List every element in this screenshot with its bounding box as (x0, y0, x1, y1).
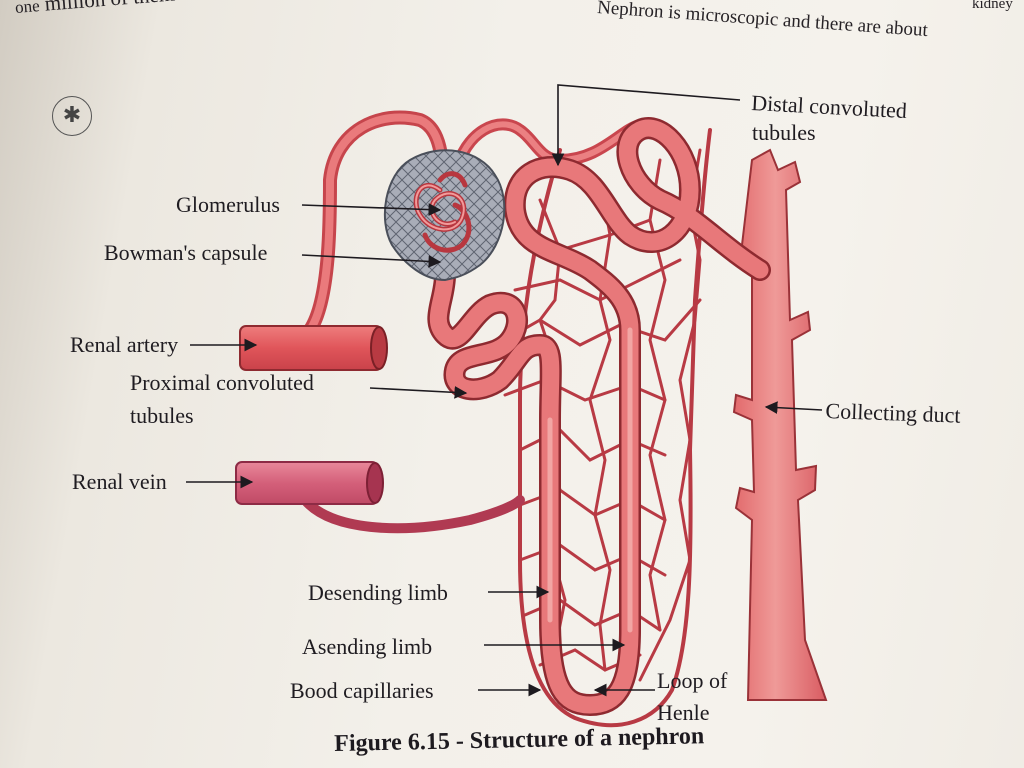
label-distal-tubule-line2: tubules (752, 120, 816, 145)
bowmans-capsule-leader (301, 254, 442, 268)
label-proximal-tubule-line2: tubules (130, 403, 194, 428)
nephron-tubule (427, 117, 771, 716)
label-renal-vein: Renal vein (72, 469, 167, 494)
label-renal-artery: Renal artery (70, 332, 179, 357)
label-collecting-duct: Collecting duct (825, 398, 961, 428)
distal-tubule-leader (551, 84, 741, 167)
label-loop-of-henle-line1: Loop of (657, 668, 728, 693)
label-proximal-tubule-line1: Proximal convoluted (130, 370, 314, 395)
bowmans-capsule (383, 149, 506, 282)
renal-vein (235, 461, 525, 534)
collecting-duct (732, 148, 828, 701)
label-blood-capillaries: Bood capillaries (290, 678, 434, 703)
proximal-tubule-leader (369, 386, 468, 399)
page-text: one million of them in a kidney. The par… (0, 0, 1024, 100)
glomerulus-leader (301, 203, 442, 216)
label-descending-limb: Desending limb (308, 580, 448, 605)
label-bowmans-capsule: Bowman's capsule (104, 240, 268, 265)
renal-artery (239, 110, 449, 371)
star-marker-icon: ✱ (52, 96, 92, 136)
collecting-duct-leader (764, 401, 823, 415)
label-loop-of-henle-line2: Henle (657, 700, 710, 725)
leader-lines (186, 84, 823, 697)
page-text-fragment: kidney (972, 0, 1013, 12)
label-glomerulus: Glomerulus (176, 192, 280, 217)
label-ascending-limb: Asending limb (302, 634, 433, 659)
